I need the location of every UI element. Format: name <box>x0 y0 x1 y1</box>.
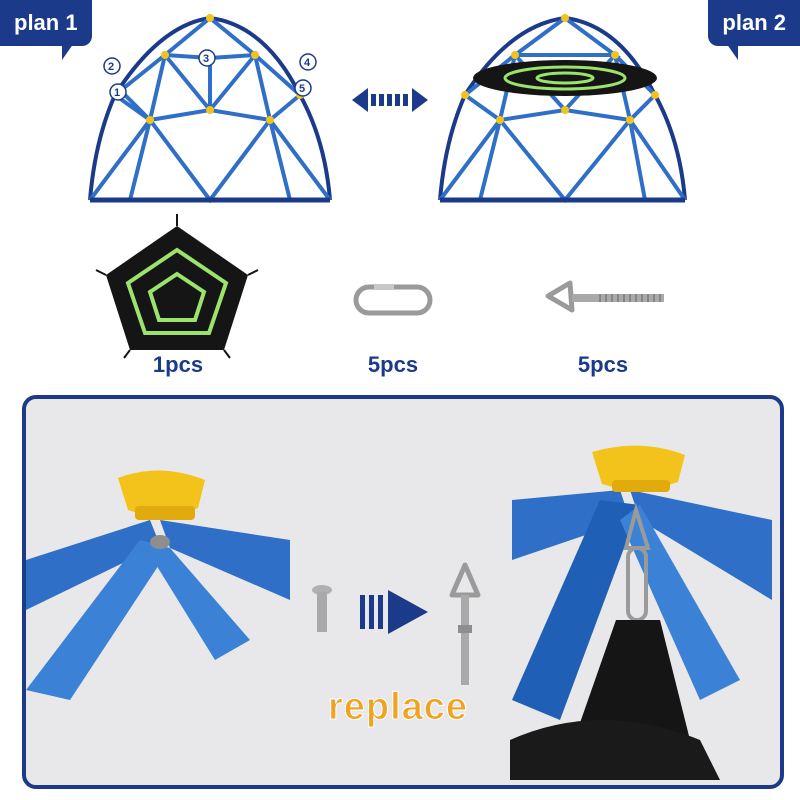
replace-label: replace <box>327 686 469 729</box>
plan-2-label: plan 2 <box>708 0 800 46</box>
quick-link-icon <box>353 284 433 316</box>
plan-1-label: plan 1 <box>0 0 92 46</box>
replace-arrow-icon <box>360 590 428 634</box>
quantity-quick-link: 5pcs <box>367 352 419 377</box>
pentagon-net-icon <box>95 214 259 359</box>
eye-bolt-vertical-icon <box>449 562 481 685</box>
plan-2-label-tail <box>724 40 738 60</box>
plan-1-label-tail <box>62 40 76 60</box>
dome-number-4: 4 <box>304 57 311 69</box>
dome-number-markers <box>103 49 317 101</box>
dome-number-3: 3 <box>203 53 209 65</box>
carriage-bolt-icon <box>312 585 332 632</box>
double-arrow-icon <box>352 88 428 112</box>
dome-number-2: 2 <box>108 61 114 73</box>
dome-number-5: 5 <box>299 83 305 95</box>
eye-bolt-icon <box>545 280 664 313</box>
dome-number-1: 1 <box>114 87 120 99</box>
closeup-after <box>510 445 772 780</box>
quantity-eye-bolt: 5pcs <box>577 352 629 377</box>
hanging-net-plan-2 <box>473 60 657 96</box>
quantity-net: 1pcs <box>152 352 204 377</box>
closeup-before <box>26 470 290 700</box>
dome-plan-2-connectors <box>461 14 659 124</box>
